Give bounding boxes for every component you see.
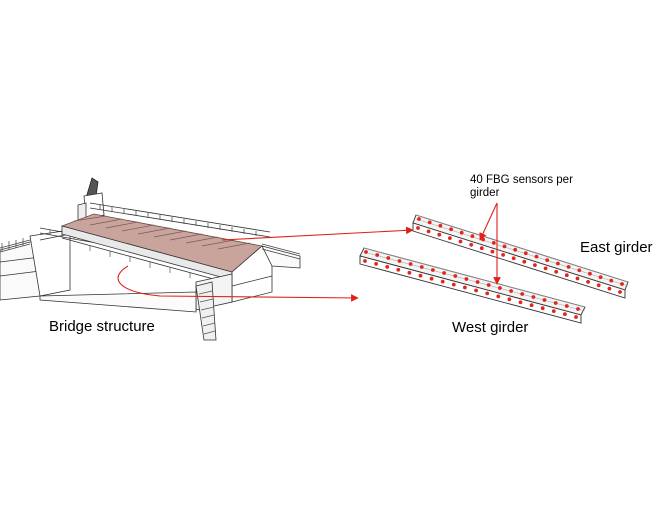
fbg-sensor-dot bbox=[491, 241, 496, 245]
fbg-sensor-dot bbox=[596, 283, 601, 288]
fbg-sensor-dot bbox=[577, 268, 582, 273]
fbg-sensor-dot bbox=[513, 247, 518, 252]
far-railing bbox=[89, 202, 271, 238]
fbg-sensor-dot bbox=[511, 256, 516, 261]
fbg-sensor-dot bbox=[509, 289, 513, 293]
fbg-sensor-dot bbox=[486, 283, 491, 287]
fbg-sensor-dot bbox=[427, 220, 432, 225]
fbg-sensor-dot bbox=[474, 288, 478, 293]
fbg-sensor-dot bbox=[475, 280, 480, 284]
fbg-sensor-dot bbox=[545, 258, 550, 262]
foundation bbox=[39, 291, 197, 313]
fbg-sensor-dot bbox=[463, 285, 467, 290]
west-girder-label: West girder bbox=[452, 319, 529, 336]
fbg-sensor-dot bbox=[407, 270, 412, 275]
west-connector-arrow bbox=[117, 265, 359, 302]
fbg-sensor-dot bbox=[496, 294, 501, 299]
fbg-sensor-dot bbox=[588, 271, 592, 276]
fbg-sensor-dot bbox=[520, 292, 525, 296]
fbg-sensor-dot bbox=[531, 295, 536, 299]
fbg-sensor-dot bbox=[464, 277, 469, 281]
west-girder bbox=[359, 247, 586, 324]
fbg-sensor-dot bbox=[408, 262, 413, 266]
fbg-sensor-dot bbox=[363, 259, 367, 263]
fbg-sensor-dot bbox=[397, 259, 402, 263]
fbg-sensor-dot bbox=[386, 256, 391, 260]
fbg-sensor-dot bbox=[449, 227, 453, 232]
east-connector-arrow bbox=[221, 226, 414, 241]
fbg-sensor-dot bbox=[448, 236, 452, 241]
fbg-sensor-dot bbox=[609, 278, 614, 283]
fbg-sensor-dot bbox=[437, 232, 442, 237]
fbg-sensor-dot bbox=[575, 276, 580, 281]
bridge-structure-label: Bridge structure bbox=[49, 318, 155, 335]
fbg-sensor-dot bbox=[542, 298, 547, 302]
left-abutment bbox=[29, 229, 71, 297]
fbg-sensor-dot bbox=[533, 263, 537, 267]
fbg-sensor-dot bbox=[540, 306, 545, 311]
fbg-sensor-dot bbox=[440, 279, 445, 284]
bridge-deck bbox=[60, 213, 263, 273]
fbg-sensor-dot bbox=[556, 261, 560, 266]
fbg-sensor-dot bbox=[502, 244, 507, 249]
fbg-sensor-dot bbox=[364, 250, 368, 254]
fbg-sensor-dot bbox=[566, 265, 571, 269]
fbg-sensor-dot bbox=[598, 275, 603, 280]
fbg-sensor-dot bbox=[442, 271, 446, 275]
fbg-sensor-dot bbox=[534, 254, 539, 259]
fbg-sensor-dot bbox=[543, 266, 548, 271]
fbg-sensor-dot bbox=[564, 273, 569, 278]
fbg-sensor-dot bbox=[574, 315, 578, 319]
fbg-sensor-dot bbox=[438, 223, 443, 228]
fbg-sensor-dot bbox=[485, 291, 490, 296]
fbg-sensor-dot bbox=[459, 230, 464, 235]
fbg-sensor-dot bbox=[451, 282, 456, 287]
fbg-sensor-dot bbox=[385, 265, 390, 269]
fbg-sensor-dot bbox=[479, 246, 484, 251]
fbg-sensor-dot bbox=[419, 265, 424, 269]
fbg-sensor-dot bbox=[518, 300, 523, 305]
sensor-count-label: 40 FBG sensors per girder bbox=[470, 174, 573, 199]
west-girder-sensors bbox=[363, 250, 580, 319]
fbg-sensor-dot bbox=[429, 276, 434, 281]
fbg-sensor-dot bbox=[554, 269, 559, 274]
fbg-sensor-dot bbox=[417, 217, 421, 221]
bridge-structure-drawing bbox=[0, 177, 301, 341]
fbg-sensor-dot bbox=[507, 297, 512, 302]
fbg-sensor-dot bbox=[529, 303, 534, 308]
fbg-sensor-dot bbox=[396, 267, 401, 272]
fbg-sensor-dot bbox=[576, 307, 580, 311]
fbg-sensor-dot bbox=[563, 312, 567, 316]
fbg-sensor-dot bbox=[498, 286, 502, 290]
fbg-sensor-dot bbox=[522, 259, 527, 264]
fbg-sensor-dot bbox=[618, 290, 622, 294]
fbg-sensor-dot bbox=[458, 239, 463, 244]
east-girder-label: East girder bbox=[580, 239, 653, 256]
east-girder bbox=[412, 214, 629, 299]
fbg-sensor-dot bbox=[469, 242, 474, 247]
sensor-pointer-east bbox=[479, 202, 498, 241]
fbg-sensor-dot bbox=[416, 226, 420, 230]
fbg-sensor-dot bbox=[551, 309, 556, 313]
fbg-sensor-dot bbox=[374, 262, 378, 266]
fbg-sensor-dot bbox=[620, 282, 624, 286]
fbg-sensor-dot bbox=[426, 229, 431, 234]
fbg-sensor-dot bbox=[453, 274, 458, 278]
fbg-sensor-dot bbox=[490, 249, 495, 254]
fbg-sensor-dot bbox=[470, 234, 475, 239]
fbg-sensor-dot bbox=[553, 301, 558, 305]
fbg-sensor-dot bbox=[375, 253, 380, 257]
fbg-sensor-dot bbox=[586, 280, 590, 284]
fbg-sensor-dot bbox=[418, 273, 423, 278]
fbg-sensor-dot bbox=[564, 304, 569, 308]
fbg-sensor-dot bbox=[523, 251, 528, 256]
fbg-sensor-dot bbox=[607, 286, 612, 291]
fbg-sensor-dot bbox=[481, 237, 485, 242]
fbg-sensor-dot bbox=[431, 268, 435, 272]
left-ground-rail bbox=[0, 239, 31, 253]
fbg-sensor-dot bbox=[501, 253, 505, 257]
